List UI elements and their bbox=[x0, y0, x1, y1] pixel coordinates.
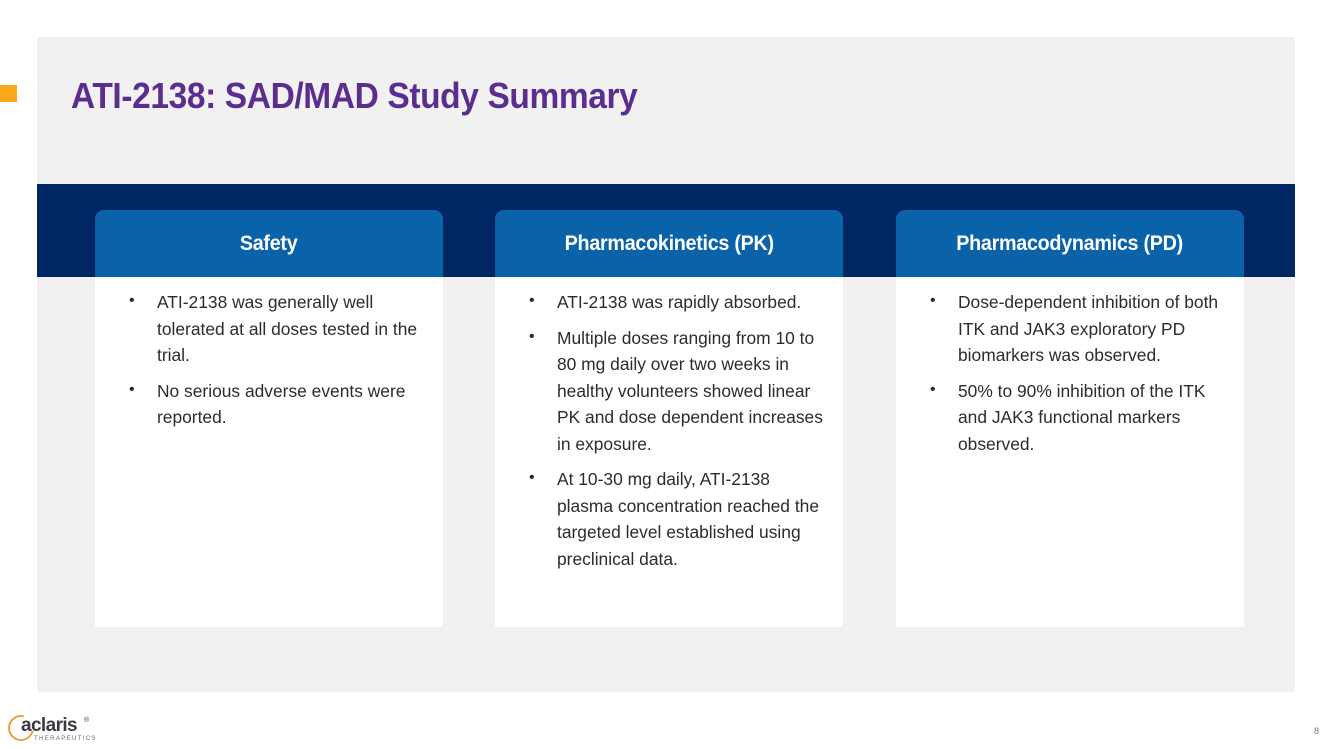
card-safety-title: Safety bbox=[240, 231, 298, 255]
orange-accent-marker bbox=[0, 85, 17, 102]
card-pharmacokinetics-bullet-list: ATI-2138 was rapidly absorbed. Multiple … bbox=[511, 288, 827, 572]
card-pharmacokinetics-body: ATI-2138 was rapidly absorbed. Multiple … bbox=[495, 277, 843, 627]
card-pharmacodynamics-header: Pharmacodynamics (PD) bbox=[896, 210, 1244, 277]
list-item: No serious adverse events were reported. bbox=[111, 377, 427, 431]
aclaris-logo: aclaris ® THERAPEUTICS bbox=[3, 710, 97, 746]
list-item: ATI-2138 was generally well tolerated at… bbox=[111, 288, 427, 369]
card-pharmacokinetics-title: Pharmacokinetics (PK) bbox=[564, 231, 774, 255]
logo-registered-icon: ® bbox=[84, 717, 90, 724]
list-item: At 10-30 mg daily, ATI-2138 plasma conce… bbox=[511, 465, 827, 572]
card-pharmacodynamics-bullet-list: Dose-dependent inhibition of both ITK an… bbox=[912, 288, 1228, 458]
list-item: Multiple doses ranging from 10 to 80 mg … bbox=[511, 324, 827, 458]
list-item: 50% to 90% inhibition of the ITK and JAK… bbox=[912, 377, 1228, 458]
page-number: 8 bbox=[1313, 726, 1319, 736]
card-safety-body: ATI-2138 was generally well tolerated at… bbox=[95, 277, 443, 627]
card-pharmacodynamics: Pharmacodynamics (PD) Dose-dependent inh… bbox=[896, 210, 1244, 627]
logo-wordmark: aclaris bbox=[21, 715, 78, 736]
list-item: Dose-dependent inhibition of both ITK an… bbox=[912, 288, 1228, 369]
list-item: ATI-2138 was rapidly absorbed. bbox=[511, 288, 827, 316]
card-pharmacokinetics-header: Pharmacokinetics (PK) bbox=[495, 210, 843, 277]
page-title: ATI-2138: SAD/MAD Study Summary bbox=[71, 75, 638, 116]
card-safety-header: Safety bbox=[95, 210, 443, 277]
card-pharmacodynamics-title: Pharmacodynamics (PD) bbox=[956, 231, 1184, 255]
logo-tagline: THERAPEUTICS bbox=[34, 735, 97, 742]
card-safety: Safety ATI-2138 was generally well toler… bbox=[95, 210, 443, 627]
card-safety-bullet-list: ATI-2138 was generally well tolerated at… bbox=[111, 288, 427, 431]
card-pharmacokinetics: Pharmacokinetics (PK) ATI-2138 was rapid… bbox=[495, 210, 843, 627]
card-pharmacodynamics-body: Dose-dependent inhibition of both ITK an… bbox=[896, 277, 1244, 627]
